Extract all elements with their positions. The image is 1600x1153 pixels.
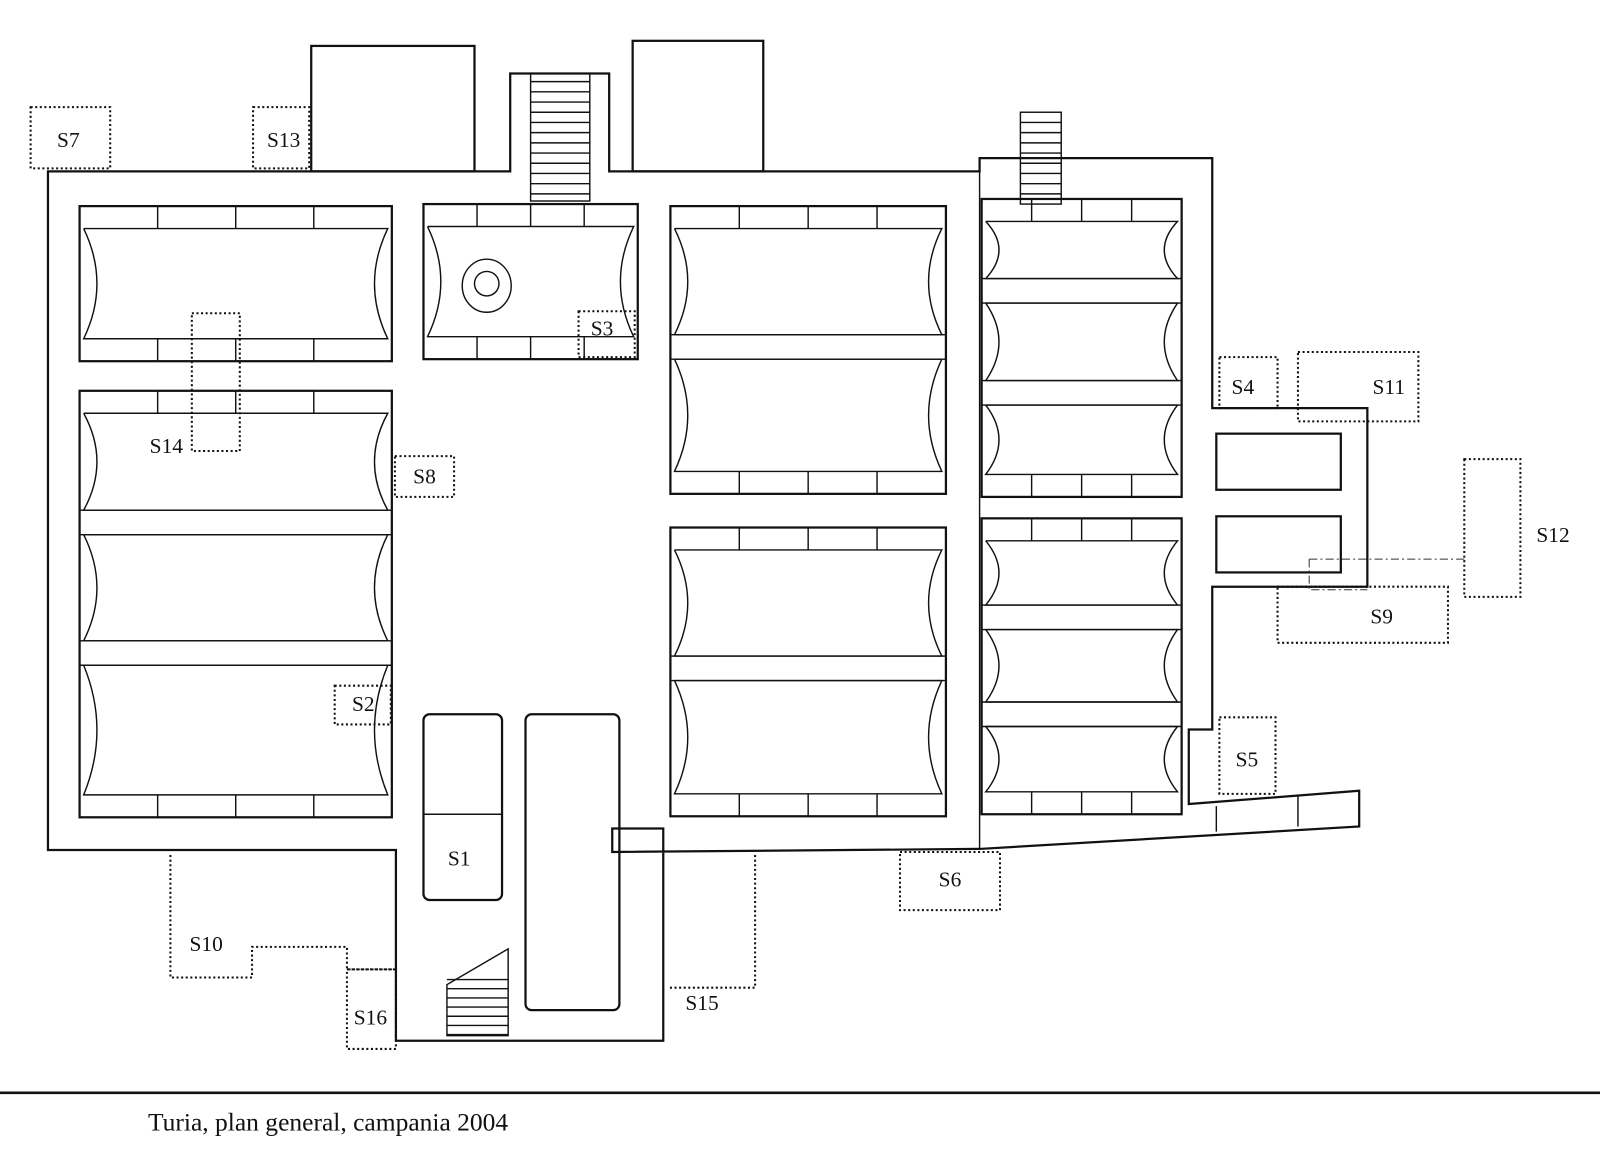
staircase-north — [446, 72, 1062, 1037]
vault — [984, 404, 1179, 476]
vault — [82, 227, 389, 340]
label-s8: S8 — [413, 465, 436, 489]
vault — [673, 549, 943, 657]
trench-outlines — [29, 106, 1522, 1050]
vault — [426, 225, 635, 338]
room-wall — [669, 526, 948, 818]
label-s10: S10 — [189, 932, 222, 956]
room-wall — [980, 197, 1183, 499]
vault — [984, 540, 1180, 606]
room-wall — [78, 204, 393, 363]
label-s4: S4 — [1232, 375, 1255, 399]
label-s6: S6 — [939, 868, 962, 892]
label-s1: S1 — [448, 846, 471, 870]
label-s9: S9 — [1370, 604, 1393, 628]
label-s5: S5 — [1236, 747, 1259, 771]
vault — [82, 533, 389, 642]
label-s16: S16 — [354, 1005, 388, 1029]
annex-rooms — [422, 258, 1342, 1012]
vault — [673, 679, 943, 795]
vault — [673, 358, 943, 473]
label-s3: S3 — [591, 317, 614, 341]
label-s11: S11 — [1373, 375, 1406, 399]
label-s7: S7 — [57, 128, 80, 152]
vault — [673, 227, 943, 336]
vaulted-rooms — [78, 197, 1183, 819]
label-s13: S13 — [267, 128, 300, 152]
vault — [82, 664, 389, 796]
label-s14: S14 — [150, 434, 184, 458]
room-wall — [669, 204, 948, 495]
label-s12: S12 — [1536, 523, 1569, 547]
sondage-labels: S7 S13 S3 S14 S8 S2 S1 S4 S11 S12 S9 S5 … — [57, 128, 1570, 1030]
vault — [984, 725, 1180, 793]
room-wall — [78, 389, 393, 819]
label-s15: S15 — [685, 991, 718, 1015]
figure-caption: Turia, plan general, campania 2004 — [148, 1108, 508, 1137]
room-wall — [980, 517, 1183, 816]
vault — [82, 412, 389, 511]
vault — [984, 628, 1179, 703]
vault — [984, 302, 1179, 382]
outer-walls — [46, 39, 1369, 1042]
label-s2: S2 — [352, 692, 375, 716]
vault — [984, 220, 1180, 280]
